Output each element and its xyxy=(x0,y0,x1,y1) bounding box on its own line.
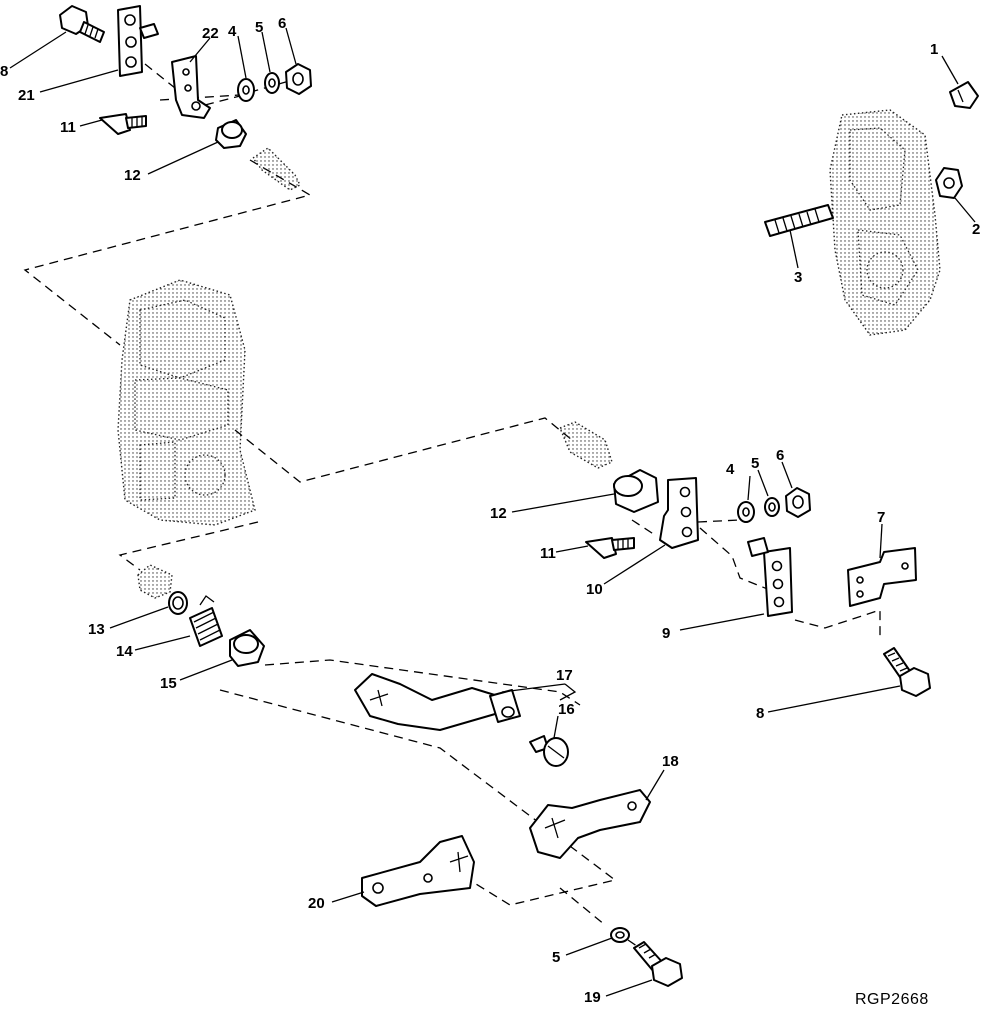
callout-10: 10 xyxy=(586,581,603,598)
part-18-lever xyxy=(529,789,651,859)
callout-8: 8 xyxy=(0,63,8,80)
part-2-nut xyxy=(935,167,963,199)
part-4-washer-top xyxy=(237,78,255,102)
injection-pump-housing-outline-left xyxy=(117,279,256,526)
part-15-bushing xyxy=(229,629,265,667)
callout-12: 12 xyxy=(124,167,141,184)
leader-lines xyxy=(9,27,976,997)
callout-9: 9 xyxy=(662,625,670,642)
fuel-pump-housing-outline-right xyxy=(829,109,941,336)
callout-4: 4 xyxy=(228,23,237,40)
part-1-clip xyxy=(949,81,979,109)
callout-1: 1 xyxy=(930,41,938,58)
callout-3: 3 xyxy=(794,269,802,286)
ghost-fitting-low xyxy=(137,564,173,599)
part-17-lever xyxy=(354,673,521,731)
part-21-plate xyxy=(117,5,159,77)
callout-8-mid: 8 xyxy=(756,705,764,722)
part-7-plate xyxy=(847,547,917,607)
part-12-bushing-top xyxy=(215,119,247,149)
callout-11: 11 xyxy=(60,119,76,136)
part-20-lever xyxy=(361,835,475,907)
figure-reference-code: RGP2668 xyxy=(855,991,929,1008)
part-4-washer-mid xyxy=(737,501,755,523)
part-3-stud xyxy=(764,204,834,237)
callout-13: 13 xyxy=(88,621,105,638)
part-14-spring xyxy=(189,595,223,647)
callout-4-mid: 4 xyxy=(726,461,735,478)
callout-17: 17 xyxy=(556,667,573,684)
part-12-bushing-mid xyxy=(613,469,659,513)
part-6-nut-mid xyxy=(785,487,811,518)
ghost-fitting-top xyxy=(251,147,301,191)
callout-21: 21 xyxy=(18,87,35,104)
callout-11-mid: 11 xyxy=(540,545,556,562)
callout-14: 14 xyxy=(116,643,133,660)
part-11-screw-top xyxy=(99,113,147,135)
part-6-nut-top xyxy=(285,63,312,95)
part-5-lockwasher-top xyxy=(264,72,280,94)
callout-6: 6 xyxy=(278,15,286,32)
callout-15: 15 xyxy=(160,675,177,692)
part-10-bracket xyxy=(659,477,699,549)
part-9-plate xyxy=(747,537,793,617)
part-16-screw xyxy=(529,735,569,767)
callout-18: 18 xyxy=(662,753,679,770)
callout-22: 22 xyxy=(202,25,219,42)
part-11-screw-mid xyxy=(585,537,635,559)
part-5-lockwasher-mid xyxy=(764,497,780,517)
callout-12-mid: 12 xyxy=(490,505,507,522)
part-19-bolt xyxy=(633,941,683,987)
callout-5: 5 xyxy=(255,19,263,36)
callout-20: 20 xyxy=(308,895,325,912)
callout-6-mid: 6 xyxy=(776,447,784,464)
callout-16: 16 xyxy=(558,701,575,718)
part-8-bolt-top xyxy=(59,5,105,43)
part-5-lockwasher-low xyxy=(610,927,630,943)
callout-5-mid: 5 xyxy=(751,455,759,472)
callout-labels: 1 2 3 8 21 22 4 5 6 11 12 12 11 10 4 5 6… xyxy=(0,15,980,1006)
ghost-fitting-mid xyxy=(559,421,613,469)
callout-19: 19 xyxy=(584,989,601,1006)
part-8-bolt-mid xyxy=(883,647,931,697)
callout-2: 2 xyxy=(972,221,980,238)
callout-5-low: 5 xyxy=(552,949,560,966)
callout-7: 7 xyxy=(877,509,885,526)
part-13-oring xyxy=(168,591,188,615)
part-22-bracket xyxy=(171,55,211,119)
